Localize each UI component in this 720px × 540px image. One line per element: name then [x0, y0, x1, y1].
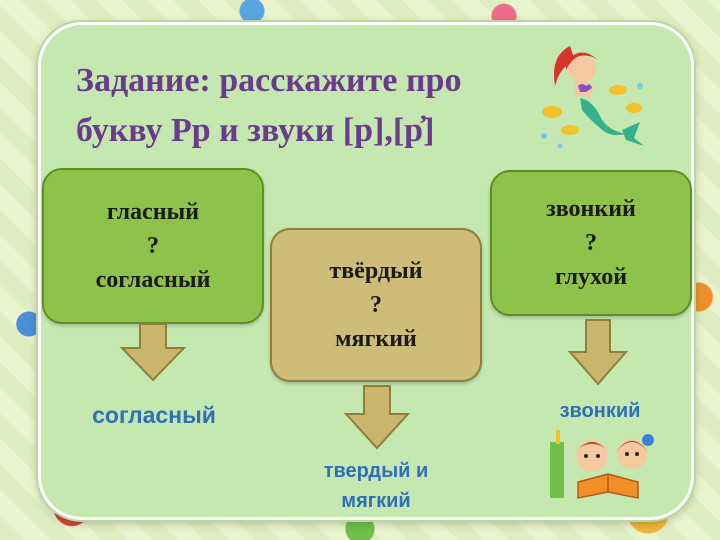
title-line-2: букву Рр и звуки [р],[р̓]	[76, 112, 435, 149]
vowel-consonant-box: гласный ? согласный	[42, 168, 264, 324]
title-line-1: Задание: расскажите про	[76, 62, 462, 99]
down-arrow-icon	[567, 319, 629, 386]
box-right-line-3: глухой	[554, 264, 628, 290]
task-title: Задание: расскажите про букву Рр и звуки…	[76, 56, 546, 156]
box-middle-question: ?	[370, 292, 382, 318]
box-left-line-1: гласный	[106, 199, 200, 225]
answer-voiced: звонкий	[559, 400, 641, 422]
answer-hard-soft-line-1: твердый и	[323, 460, 429, 482]
down-arrow-icon	[343, 385, 411, 450]
box-left-question: ?	[147, 233, 159, 259]
box-middle-line-3: мягкий	[335, 326, 417, 352]
answer-hard-soft-line-2: мягкий	[341, 490, 411, 512]
hard-soft-box: твёрдый ? мягкий	[270, 228, 482, 382]
box-middle-line-1: твёрдый	[329, 258, 423, 284]
answer-hard-soft: твердый и мягкий	[296, 456, 456, 516]
children-reading-illustration	[550, 430, 654, 499]
down-arrow-icon	[119, 323, 187, 382]
box-left-line-3: согласный	[95, 267, 211, 293]
mermaid-illustration	[541, 46, 644, 149]
box-right-line-1: звонкий	[546, 196, 636, 222]
answer-consonant: согласный	[92, 402, 216, 428]
box-right-question: ?	[585, 230, 597, 256]
voiced-voiceless-box: звонкий ? глухой	[490, 170, 692, 316]
